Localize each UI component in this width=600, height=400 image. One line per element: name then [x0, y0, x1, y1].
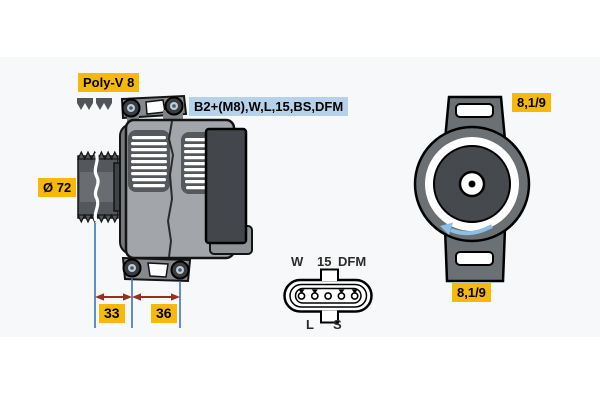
alternator-side-view [77, 94, 253, 328]
pulley [77, 150, 120, 224]
belt-profile-icon [77, 98, 112, 110]
alternator-rear-view [413, 95, 531, 283]
dimension-36-label: 36 [151, 304, 177, 323]
pin-label-l: L [306, 317, 314, 332]
rotation-arrow [440, 222, 493, 236]
mounting-bolts [121, 96, 190, 280]
connector-pinout [283, 268, 373, 324]
break-line [93, 152, 100, 222]
pulley-diameter-label: Ø 72 [38, 178, 77, 197]
pin-label-dfm: DFM [338, 254, 367, 269]
dimension-33-label: 33 [99, 304, 125, 323]
pin-label-w: W [291, 254, 304, 269]
mount-top-label: 8,1/9 [512, 93, 551, 112]
pin-label-15: 15 [317, 254, 332, 269]
mount-bottom-label: 8,1/9 [452, 283, 491, 302]
rear-housing-block [204, 127, 248, 245]
pin-index-notches [298, 289, 358, 294]
dimension-lines [94, 223, 181, 328]
pin-label-s: S [333, 317, 342, 332]
belt-type-label: Poly-V 8 [78, 73, 140, 92]
terminals-label: B2+(M8),W,L,15,BS,DFM [189, 97, 349, 116]
